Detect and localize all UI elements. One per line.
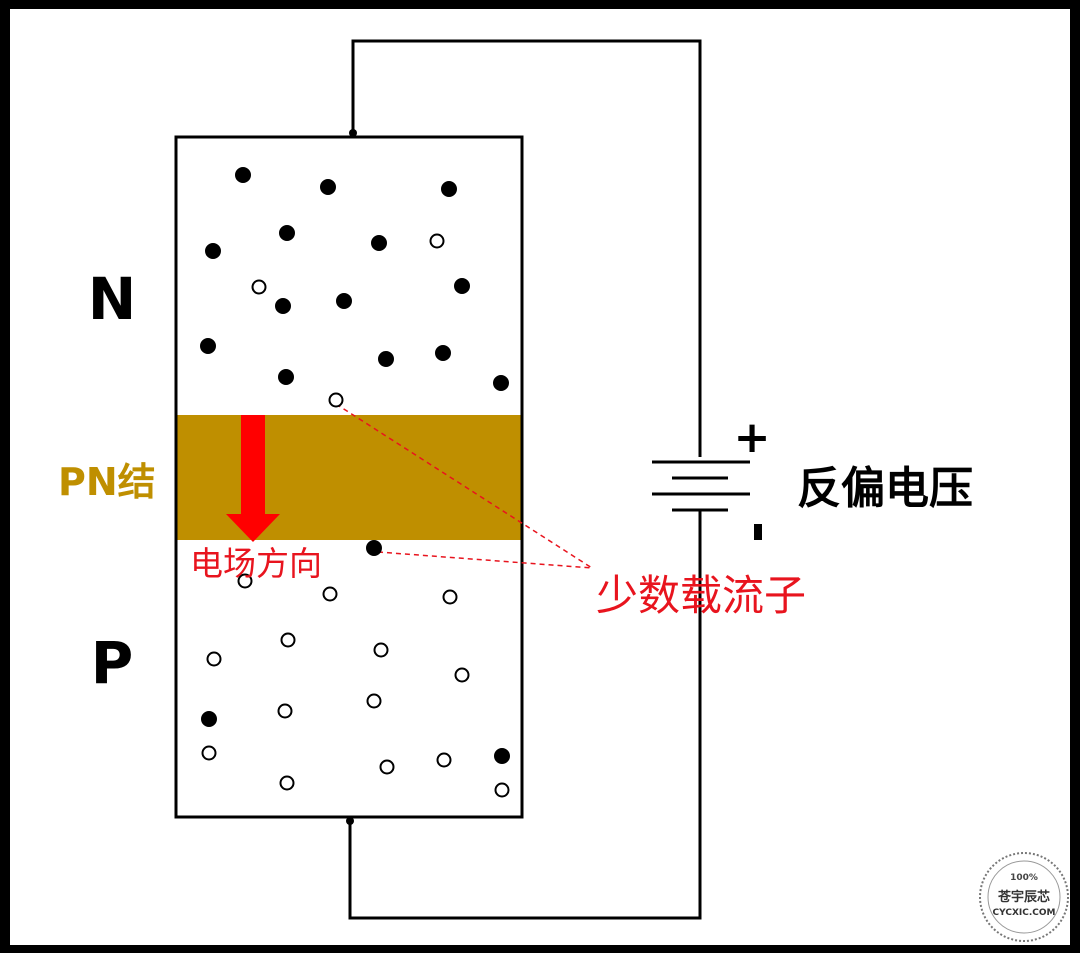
electron-dot bbox=[235, 167, 251, 183]
n-region-carriers bbox=[200, 167, 509, 408]
hole-circle bbox=[494, 782, 510, 798]
hole-circle bbox=[280, 632, 296, 648]
terminal-dot-bottom bbox=[346, 817, 354, 825]
hole-circle bbox=[206, 651, 222, 667]
electron-dot bbox=[200, 338, 216, 354]
battery-icon bbox=[652, 460, 750, 512]
n-region-label: N bbox=[88, 265, 137, 333]
hole-circle bbox=[201, 745, 217, 761]
electron-dot bbox=[336, 293, 352, 309]
battery-plus-label: + bbox=[734, 412, 771, 463]
electron-dot bbox=[278, 369, 294, 385]
electron-dot bbox=[493, 375, 509, 391]
circuit-wire-bottom bbox=[348, 510, 702, 920]
hole-circle bbox=[442, 589, 458, 605]
minority-carrier-pointers bbox=[335, 403, 593, 569]
electron-dot bbox=[378, 351, 394, 367]
semiconductor-block bbox=[174, 135, 524, 819]
electron-dot bbox=[275, 298, 291, 314]
hole-circle bbox=[322, 586, 338, 602]
electron-dot bbox=[201, 711, 217, 727]
electron-dot bbox=[205, 243, 221, 259]
hole-circle bbox=[279, 775, 295, 791]
p-region-carriers bbox=[201, 540, 510, 798]
hole-circle bbox=[454, 667, 470, 683]
pn-junction-band bbox=[176, 415, 522, 540]
hole-circle bbox=[373, 642, 389, 658]
hole-circle bbox=[237, 573, 253, 589]
electron-dot bbox=[454, 278, 470, 294]
electron-dot bbox=[494, 748, 510, 764]
hole-circle bbox=[379, 759, 395, 775]
watermark-percent: 100% bbox=[1010, 873, 1038, 883]
watermark-stamp-icon: 100% 苍宇辰芯 CYCXIC.COM bbox=[979, 852, 1069, 942]
field-direction-arrow-icon bbox=[226, 415, 280, 542]
terminal-dot-top bbox=[349, 129, 357, 137]
hole-circle-minority bbox=[328, 392, 344, 408]
pn-junction-label: PN结 bbox=[58, 460, 156, 504]
p-region-label: P bbox=[91, 629, 134, 697]
hole-circle bbox=[366, 693, 382, 709]
hole-circle bbox=[277, 703, 293, 719]
electron-dot bbox=[279, 225, 295, 241]
electron-dot bbox=[435, 345, 451, 361]
electron-dot bbox=[320, 179, 336, 195]
minority-carriers-label: 少数载流子 bbox=[596, 571, 806, 620]
hole-circle bbox=[251, 279, 267, 295]
electron-dot bbox=[441, 181, 457, 197]
hole-circle bbox=[436, 752, 452, 768]
electron-dot bbox=[371, 235, 387, 251]
reverse-bias-label: 反偏电压 bbox=[797, 463, 973, 514]
battery-minus-mark bbox=[754, 524, 762, 540]
circuit-wire-top bbox=[351, 39, 702, 457]
electron-dot-minority bbox=[366, 540, 382, 556]
watermark-site: CYCXIC.COM bbox=[993, 908, 1056, 918]
field-direction-label: 电场方向 bbox=[190, 544, 322, 583]
circuit-wire bbox=[351, 39, 702, 455]
watermark-name: 苍宇辰芯 bbox=[997, 889, 1050, 905]
hole-circle bbox=[429, 233, 445, 249]
